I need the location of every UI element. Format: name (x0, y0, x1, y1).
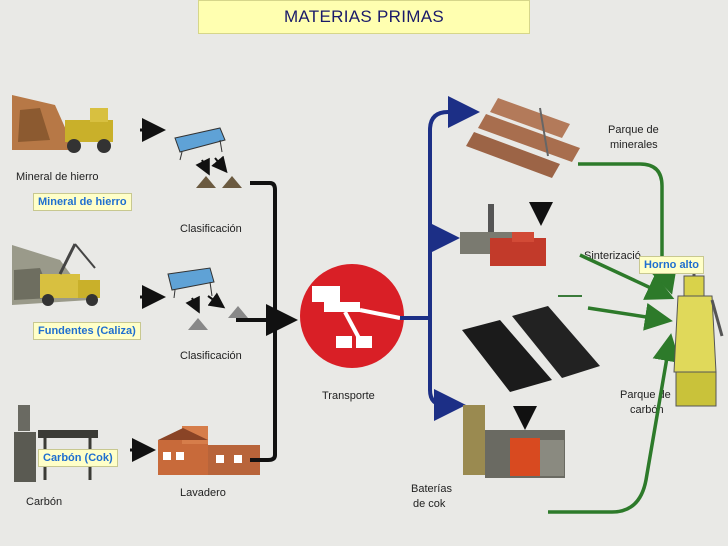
coal-mine-icon (14, 405, 98, 482)
label-mineral-hierro: Mineral de hierro (16, 171, 99, 183)
transport-hub-icon (300, 264, 404, 368)
quarry-crane-icon (12, 243, 100, 306)
label-clasificacion-2: Clasificación (180, 350, 242, 362)
coal-park-icon (462, 295, 600, 392)
label-transporte: Transporte (322, 390, 375, 402)
label-parque-minerales-2: minerales (610, 139, 658, 151)
page-title-text: MATERIAS PRIMAS (283, 7, 445, 26)
sinter-plant-icon (460, 202, 553, 266)
green-flow-lines (548, 162, 681, 514)
highlight-fundentes: Fundentes (Caliza) (33, 322, 141, 340)
label-lavadero: Lavadero (180, 487, 226, 499)
mine-excavator-icon (12, 95, 113, 153)
label-parque-carbon-1: Parque de (620, 389, 671, 401)
label-parque-carbon-2: carbón (630, 404, 664, 416)
label-sinterizacion: Sinterizació (584, 250, 641, 262)
screen-conveyor-2-icon (167, 267, 248, 330)
screen-conveyor-1-icon (174, 127, 242, 188)
label-baterias-2: de cok (413, 498, 446, 510)
blast-furnace-icon (673, 258, 724, 407)
label-clasificacion-1: Clasificación (180, 223, 242, 235)
page-title: MATERIAS PRIMAS (198, 0, 530, 34)
washery-building-icon (158, 426, 260, 475)
label-carbon: Carbón (26, 496, 62, 508)
ore-park-icon (466, 98, 580, 178)
highlight-horno-alto: Horno alto (639, 256, 704, 274)
blue-flow-lines (420, 96, 480, 421)
highlight-mineral-hierro: Mineral de hierro (33, 193, 132, 211)
black-flow-lines (236, 181, 298, 462)
label-parque-minerales-1: Parque de (608, 124, 659, 136)
coke-ovens-icon (463, 405, 565, 478)
label-baterias-1: Baterías (411, 483, 452, 495)
highlight-carbon-cok: Carbón (Cok) (38, 449, 118, 467)
